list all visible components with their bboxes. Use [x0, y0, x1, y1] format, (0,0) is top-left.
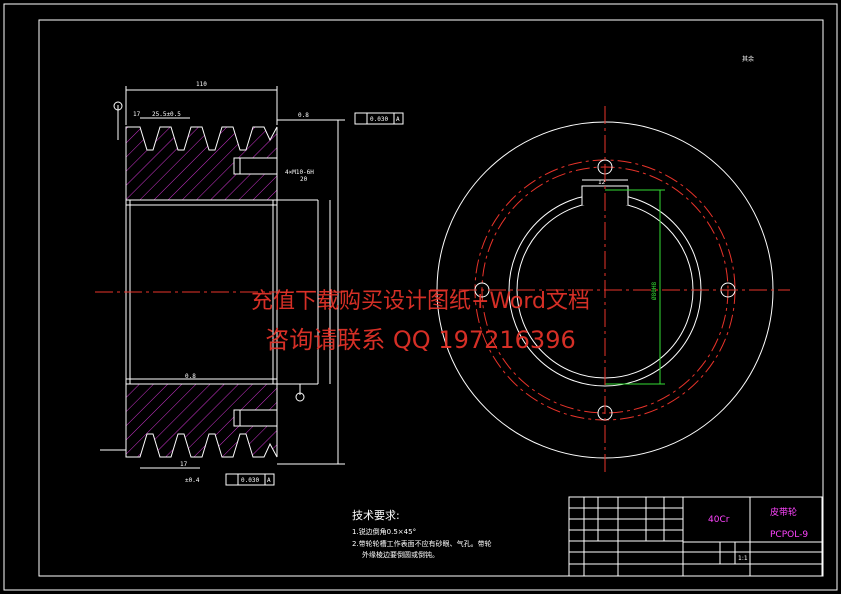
roughness-note: 其余 — [742, 55, 754, 63]
dim-angle-bottom: 0.8 — [185, 373, 196, 380]
title-drawing-no: PCPOL-9 — [770, 530, 808, 540]
tolerance-frame-top — [354, 112, 404, 125]
inner-border — [38, 19, 824, 577]
watermark-line-2: 咨询请联系 QQ 197216396 — [265, 326, 576, 354]
datum-bottom: A — [267, 477, 271, 484]
tech-req-item2: 2.带轮轮槽工作表面不应有砂眼、气孔。带轮 — [352, 539, 492, 548]
dim-total-width: 110 — [196, 81, 207, 88]
dim-thread-depth: 20 — [300, 176, 308, 183]
dim-bottom-pitch: 17 — [180, 461, 188, 468]
tolerance-value-top: 0.030 — [370, 116, 388, 123]
dim-thread: 4×M10-6H — [285, 169, 314, 176]
outer-border — [3, 3, 838, 591]
tech-req-item2b: 外缘棱边要倒圆或倒钝。 — [362, 550, 439, 559]
keyway-label: 12 — [598, 179, 606, 186]
title-scale: 1:1 — [738, 555, 748, 562]
dim-angle-top: 0.8 — [298, 112, 309, 119]
thread-hole-upper — [233, 157, 278, 175]
upper-rim-section — [125, 126, 278, 201]
bore-label: Ø80H8 — [651, 282, 658, 300]
dim-bottom-note: ±0.4 — [185, 477, 200, 484]
lower-rim-section — [125, 383, 278, 458]
tech-req-item1: 1.锐边倒角0.5×45° — [352, 527, 416, 536]
datum-top: A — [396, 116, 400, 123]
title-block — [568, 496, 823, 577]
tolerance-value-bottom: 0.030 — [241, 477, 259, 484]
tolerance-frame-bottom — [225, 473, 275, 486]
dim-groove-top: 25.5±0.5 — [152, 111, 181, 118]
thread-hole-lower — [233, 409, 278, 427]
title-part-name: 皮带轮 — [770, 506, 797, 518]
tech-req-title: 技术要求: — [352, 509, 400, 522]
watermark-line-1: 充值下载购买设计图纸+Word文档 — [251, 289, 590, 314]
title-material: 40Cr — [708, 515, 730, 525]
dim-groove-pitch: 17 — [133, 111, 141, 118]
